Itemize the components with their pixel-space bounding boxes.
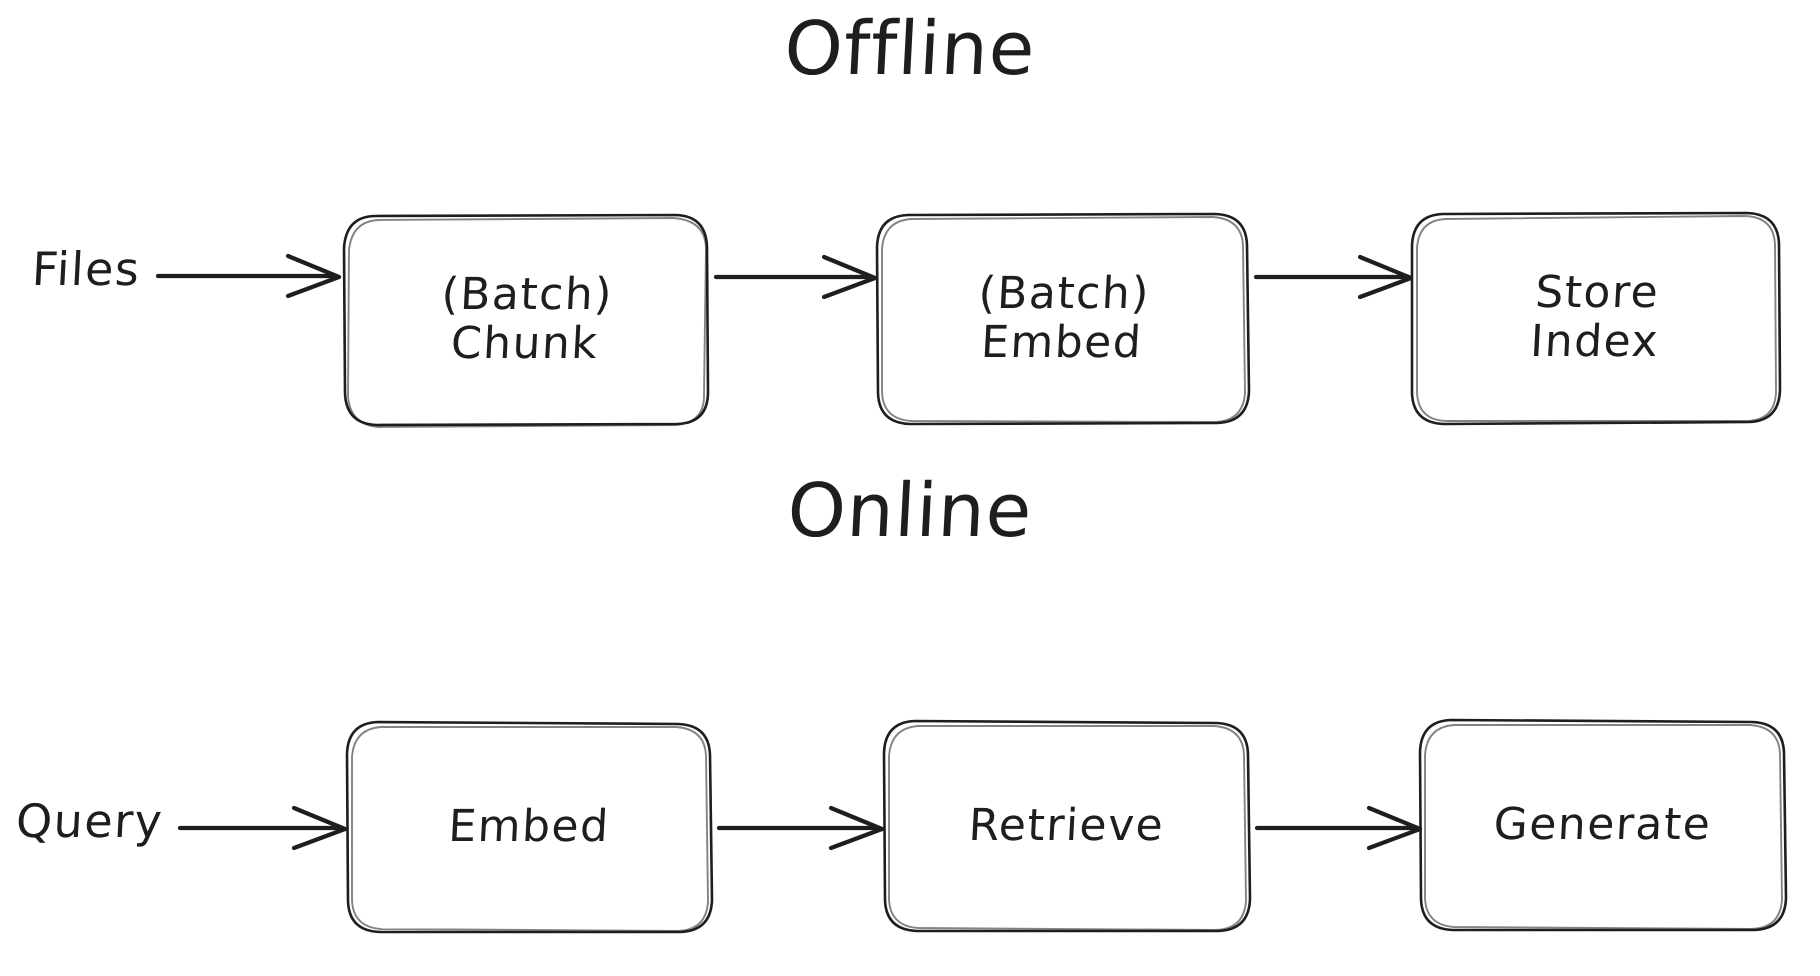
node-label-embed-line1: Embed <box>447 801 611 853</box>
node-embed-shape <box>345 720 714 934</box>
input-label-files: Files <box>30 242 142 296</box>
arrow-embed-to-retrieve <box>716 805 885 851</box>
node-label-batch-embed: (Batch) Embed <box>872 213 1253 423</box>
section-heading-online: Online <box>785 468 1035 554</box>
node-batch-embed-shape <box>875 212 1251 426</box>
arrow-query-to-embed <box>177 805 348 851</box>
arrow-chunk-to-embed <box>713 254 878 300</box>
node-label-generate-line1: Generate <box>1492 799 1713 851</box>
node-label-retrieve-line1: Retrieve <box>967 800 1166 852</box>
arrow-retrieve-to-generate <box>1254 805 1423 851</box>
arrow-embed-to-store-index <box>1253 254 1414 300</box>
section-heading-offline: Offline <box>782 6 1038 92</box>
node-label-batch-chunk-line2: Chunk <box>449 318 600 369</box>
node-label-generate: Generate <box>1415 720 1789 930</box>
node-label-batch-chunk: (Batch) Chunk <box>339 214 712 424</box>
node-retrieve-shape <box>882 719 1252 933</box>
node-label-batch-embed-line2: Embed <box>979 317 1144 368</box>
node-batch-chunk-shape <box>342 213 710 428</box>
node-label-retrieve: Retrieve <box>879 721 1253 931</box>
node-label-store-index-line2: Index <box>1529 316 1661 367</box>
node-label-batch-embed-line1: (Batch) <box>977 267 1152 319</box>
node-store-index-shape <box>1410 211 1782 426</box>
node-label-batch-chunk-line1: (Batch) <box>440 268 615 320</box>
node-generate-shape <box>1418 718 1788 932</box>
arrow-files-to-chunk <box>155 253 342 299</box>
node-label-store-index: Store Index <box>1406 212 1785 422</box>
input-label-query: Query <box>14 794 165 848</box>
node-label-store-index-line1: Store <box>1534 266 1661 318</box>
node-label-embed: Embed <box>342 722 715 932</box>
